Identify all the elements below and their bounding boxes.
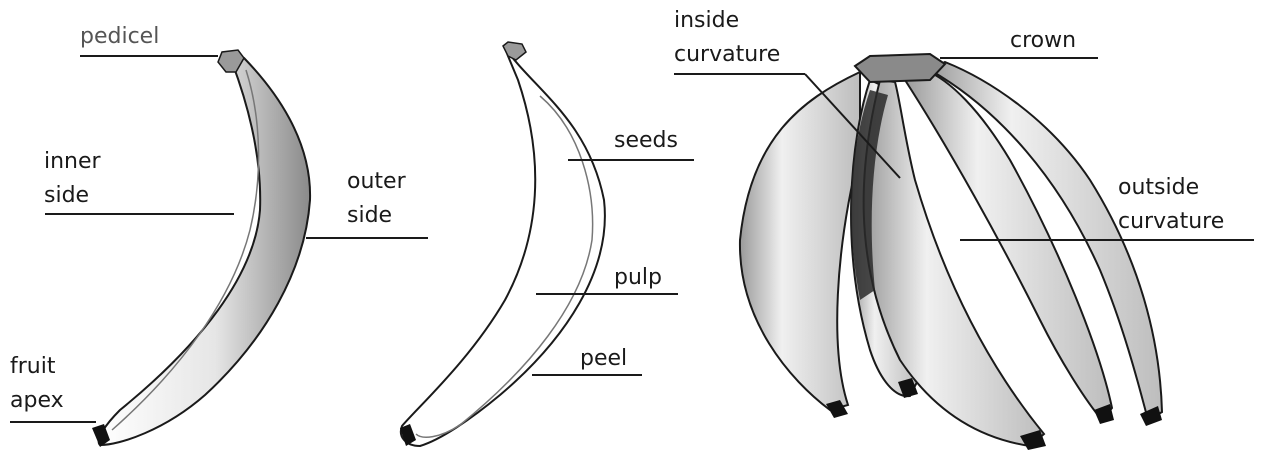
whole-banana bbox=[92, 50, 310, 447]
banana-bunch bbox=[740, 54, 1162, 450]
cut-banana bbox=[400, 42, 605, 446]
label-outside-curvature-line1: outside bbox=[1118, 172, 1199, 204]
label-pulp: pulp bbox=[614, 262, 662, 294]
label-fruit-apex-line1: fruit bbox=[10, 351, 55, 383]
bunch-finger-left bbox=[740, 72, 860, 410]
label-outside-curvature-line2: curvature bbox=[1118, 206, 1224, 238]
label-inner-side-line2: side bbox=[44, 180, 89, 212]
label-inner-side-line1: inner bbox=[44, 146, 101, 178]
label-crown: crown bbox=[1010, 25, 1076, 57]
whole-banana-body bbox=[99, 58, 310, 445]
label-peel: peel bbox=[580, 343, 627, 375]
bunch-crown bbox=[855, 54, 945, 82]
label-fruit-apex-line2: apex bbox=[10, 385, 64, 417]
label-pedicel: pedicel bbox=[80, 21, 159, 53]
label-seeds: seeds bbox=[614, 125, 678, 157]
label-inside-curvature-line1: inside bbox=[674, 5, 739, 37]
label-inside-curvature-line2: curvature bbox=[674, 39, 780, 71]
label-outer-side-line2: side bbox=[347, 200, 392, 232]
cut-banana-stem bbox=[503, 42, 526, 60]
label-outer-side-line1: outer bbox=[347, 166, 406, 198]
